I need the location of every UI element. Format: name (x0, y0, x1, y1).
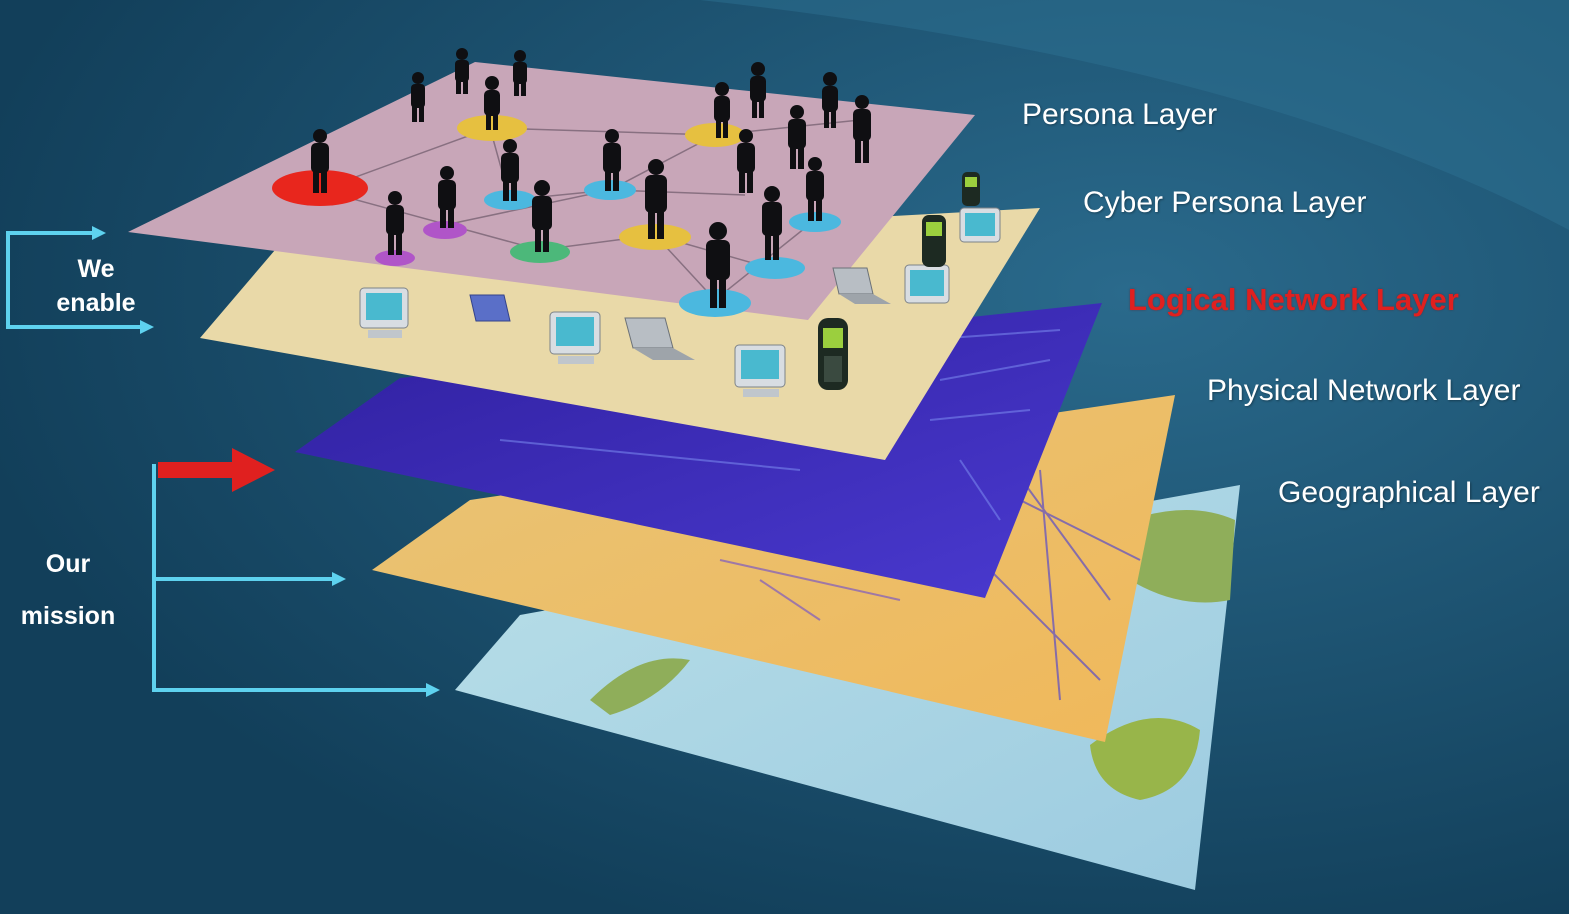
person-icon (645, 159, 667, 239)
computer-icon (359, 287, 409, 338)
phone-icon (818, 318, 848, 390)
person-icon (455, 48, 469, 94)
persona-base (272, 170, 368, 206)
cyber-persona-layer-label: Cyber Persona Layer (1083, 186, 1367, 219)
physical-network-layer-label: Physical Network Layer (1207, 374, 1521, 407)
computer-icon (734, 344, 786, 397)
person-icon (762, 186, 782, 260)
persona-base (423, 221, 467, 239)
person-icon (714, 82, 730, 138)
laptop-icon (624, 317, 695, 360)
logical-network-layer-label: Logical Network Layer (1128, 282, 1459, 317)
persona-base (745, 257, 805, 279)
persona-layer-label: Persona Layer (1022, 98, 1218, 131)
phone-icon (922, 215, 946, 267)
person-icon (822, 72, 838, 128)
person-icon (706, 222, 730, 308)
phone-icon (962, 172, 980, 206)
persona-base (457, 115, 527, 141)
persona-base (685, 123, 745, 147)
person-icon (806, 157, 824, 221)
person-icon (737, 129, 755, 193)
red-arrow-icon (158, 448, 275, 492)
person-icon (532, 180, 552, 252)
arrow-icon (140, 320, 154, 334)
computer-icon (904, 264, 950, 304)
computer-icon (549, 311, 601, 364)
person-icon (311, 129, 329, 193)
person-icon (438, 166, 456, 228)
landmass (1130, 510, 1235, 603)
person-icon (386, 191, 404, 255)
persona-base (375, 250, 415, 266)
person-icon (788, 105, 806, 169)
person-icon (853, 95, 871, 163)
person-icon (603, 129, 621, 191)
person-icon (513, 50, 527, 96)
arrow-icon (332, 572, 346, 586)
computer-icon (959, 207, 1001, 243)
arrow-icon (426, 683, 440, 697)
persona-base (789, 212, 841, 232)
persona-base (484, 190, 536, 210)
arrow-icon (92, 226, 106, 240)
person-group (311, 48, 871, 308)
device-group (359, 172, 1001, 397)
person-icon (501, 139, 519, 201)
background-arc (700, 0, 1569, 230)
laptop-icon (469, 294, 511, 322)
our-mission-label: Our mission (20, 550, 116, 630)
person-icon (750, 62, 766, 118)
geographical-layer-label: Geographical Layer (1278, 476, 1540, 509)
laptop-icon (832, 267, 891, 304)
we-enable-label: We enable (56, 255, 136, 317)
person-icon (484, 76, 500, 130)
landmass (590, 658, 690, 715)
landmass (1090, 718, 1200, 800)
person-icon (411, 72, 425, 122)
